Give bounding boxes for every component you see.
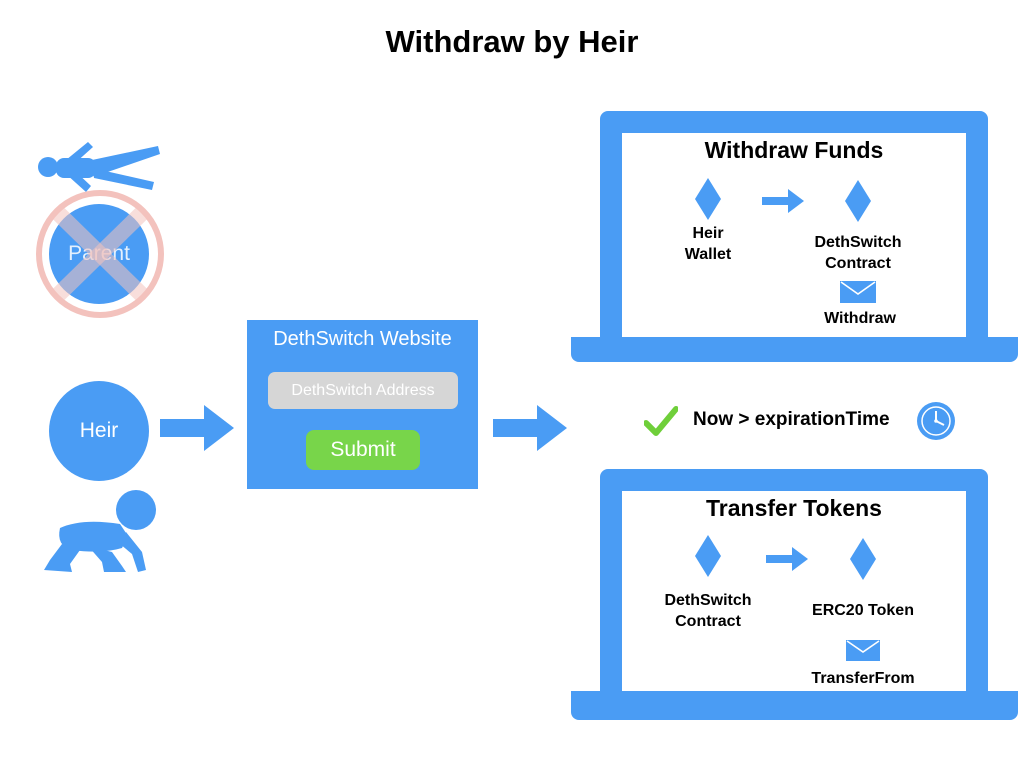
erc20-token-diamond-icon: [850, 538, 876, 580]
website-panel: DethSwitch Website DethSwitch Address Su…: [247, 320, 478, 489]
transfer-panel-title: Transfer Tokens: [706, 495, 882, 521]
baby-silhouette-icon: [44, 490, 156, 572]
transfer-flow-arrow-icon: [766, 547, 808, 571]
arrow-to-website-icon: [160, 405, 234, 451]
withdraw-from-label: Heir Wallet: [658, 223, 758, 265]
transfer-laptop-base: [571, 691, 1018, 720]
adult-silhouette-icon: [38, 142, 160, 192]
checkmark-icon: [644, 406, 678, 436]
withdraw-from-line2: Wallet: [684, 246, 732, 263]
address-input[interactable]: DethSwitch Address: [268, 372, 458, 409]
withdraw-laptop-screen: Withdraw Funds: [600, 111, 988, 341]
arrow-to-condition-icon: [493, 405, 567, 451]
heir-node: Heir: [49, 381, 149, 481]
transfer-from-line2: Contract: [675, 613, 741, 630]
deceased-cross-icon: [36, 190, 164, 318]
transfer-message-envelope-icon: [846, 640, 880, 661]
contract-diamond-icon: [845, 180, 871, 222]
withdraw-flow-arrow-icon: [762, 189, 804, 213]
withdraw-message-label: Withdraw: [824, 310, 896, 327]
transfer-laptop-screen: Transfer Tokens: [600, 469, 988, 695]
heir-label: Heir: [79, 419, 119, 442]
transfer-from-label: DethSwitch Contract: [648, 590, 768, 632]
withdraw-to-label: DethSwitch Contract: [798, 232, 918, 274]
transfer-from-line1: DethSwitch: [664, 592, 752, 609]
transfer-screen-area: Transfer Tokens: [622, 491, 966, 695]
condition-text: Now > expirationTime: [693, 409, 890, 430]
transfer-to-label: ERC20 Token: [812, 602, 914, 619]
diagram-title: Withdraw by Heir: [385, 24, 639, 59]
address-placeholder: DethSwitch Address: [291, 381, 435, 399]
withdraw-to-line2: Contract: [825, 255, 891, 272]
website-title: DethSwitch Website: [273, 328, 452, 350]
withdraw-laptop-base: [571, 337, 1018, 362]
submit-label: Submit: [330, 438, 396, 461]
transfer-contract-diamond-icon: [695, 535, 721, 577]
heir-wallet-diamond-icon: [695, 178, 721, 220]
withdraw-panel-title: Withdraw Funds: [704, 137, 884, 163]
transfer-message-label: TransferFrom: [811, 670, 915, 687]
clock-icon: [917, 402, 955, 440]
cross-out-mark: [50, 205, 150, 303]
withdraw-to-line1: DethSwitch: [814, 234, 902, 251]
submit-button[interactable]: Submit: [306, 430, 420, 470]
withdraw-from-line1: Heir: [692, 225, 724, 242]
withdraw-screen-area: Withdraw Funds: [622, 133, 966, 341]
withdraw-message-envelope-icon: [840, 281, 876, 303]
